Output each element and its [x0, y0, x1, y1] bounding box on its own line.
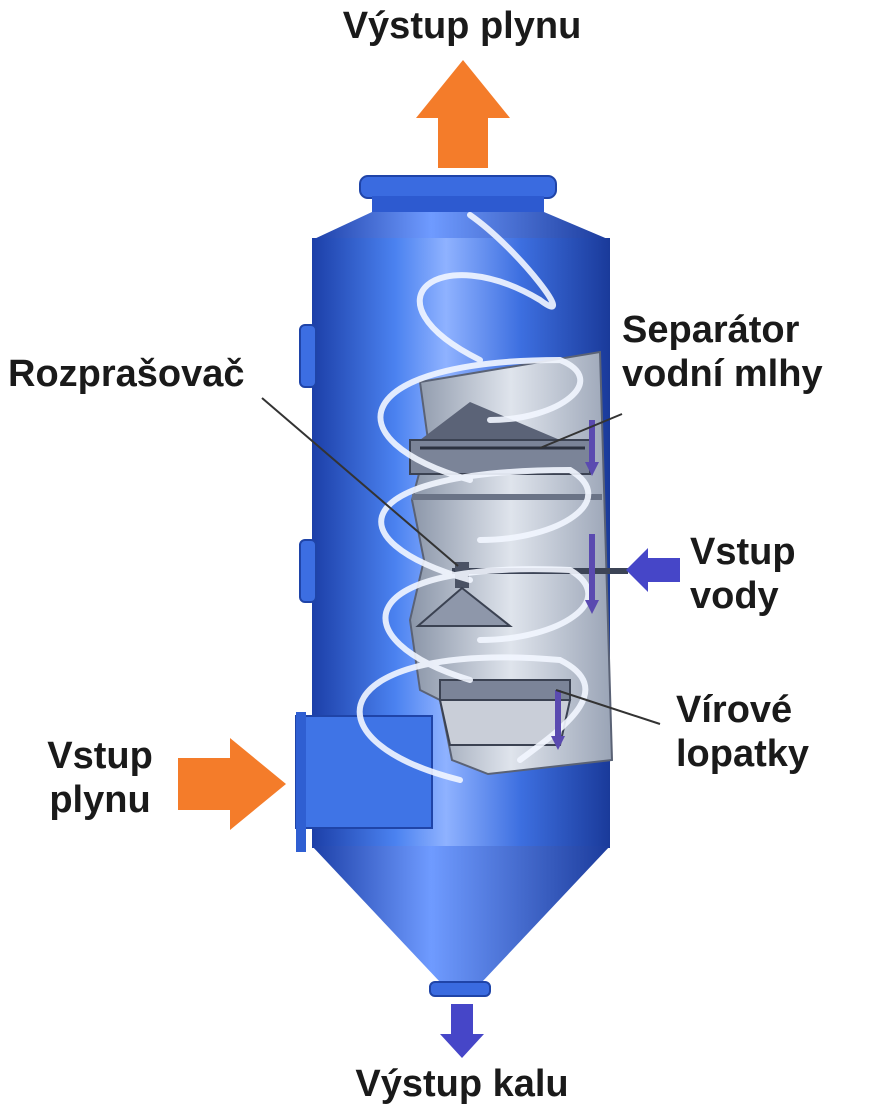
label-mist-separator-l2: vodní mlhy [622, 353, 823, 395]
label-gas-inlet-l1: Vstup [47, 735, 153, 777]
water-inlet-arrow-icon [626, 548, 680, 592]
gas-spiral-path [356, 212, 592, 783]
label-sprayer: Rozprašovač [8, 353, 245, 395]
label-sludge-outlet: Výstup kalu [355, 1063, 569, 1105]
leader-swirl-vanes [555, 689, 661, 725]
label-swirl-vanes: Vírové lopatky [676, 688, 809, 776]
gas-inlet-arrow-icon [178, 738, 286, 830]
label-water-inlet: Vstup vody [690, 530, 796, 618]
label-mist-separator-l1: Separátor [622, 309, 800, 351]
swirl-vanes-ring [439, 679, 571, 701]
sludge-outlet-arrow-icon [440, 1004, 484, 1058]
label-water-inlet-l2: vody [690, 575, 779, 617]
label-gas-outlet: Výstup plynu [342, 5, 582, 47]
bottom-flange [429, 981, 491, 997]
label-gas-inlet: Vstup plynu [30, 734, 170, 822]
top-flange [359, 175, 557, 199]
side-nozzle-upper [299, 324, 317, 388]
label-swirl-vanes-l2: lopatky [676, 733, 810, 775]
bottom-cone [312, 846, 610, 982]
sprayer-cone [415, 586, 513, 627]
top-neck [372, 196, 544, 212]
leader-sprayer [261, 397, 459, 567]
side-nozzle-lower [299, 539, 317, 603]
leader-mist-separator [539, 413, 623, 449]
label-mist-separator: Separátor vodní mlhy [622, 308, 823, 396]
label-water-inlet-l1: Vstup [690, 531, 796, 573]
label-gas-inlet-l2: plynu [49, 779, 151, 821]
top-shoulder [312, 212, 610, 240]
gas-inlet-box [295, 715, 433, 829]
gas-outlet-arrow-icon [416, 60, 510, 168]
label-swirl-vanes-l1: Vírové [676, 689, 793, 731]
